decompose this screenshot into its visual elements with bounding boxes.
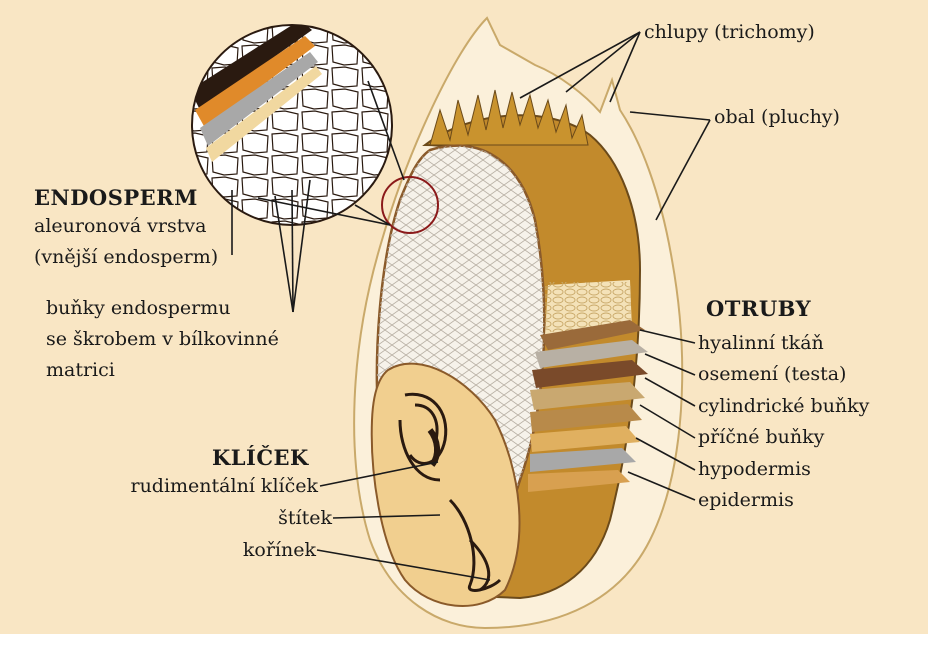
husk-label: obal (pluchy) xyxy=(714,105,840,129)
scutellum-label: štítek xyxy=(186,506,332,530)
hyaline-label: hyalinní tkáň xyxy=(698,331,824,355)
radicle-label: kořínek xyxy=(176,538,316,562)
germ-heading: KLÍČEK xyxy=(212,446,309,470)
endosperm-cells-line3: matrici xyxy=(46,358,115,382)
embryo-label: rudimentální klíček xyxy=(86,474,318,498)
aleurone-label-line2: (vnější endosperm) xyxy=(34,245,218,269)
bran-heading: OTRUBY xyxy=(706,297,811,321)
cross-cells-label: příčné buňky xyxy=(698,425,824,449)
hypodermis-label: hypodermis xyxy=(698,457,811,481)
tube-cells-label: cylindrické buňky xyxy=(698,394,869,418)
endosperm-heading: ENDOSPERM xyxy=(34,186,198,210)
hairs-label: chlupy (trichomy) xyxy=(644,20,815,44)
endosperm-cells-line1: buňky endospermu xyxy=(46,296,231,320)
aleurone-label-line1: aleuronová vrstva xyxy=(34,214,206,238)
endosperm-cells-line2: se škrobem v bílkovinné xyxy=(46,327,279,351)
epidermis-label: epidermis xyxy=(698,488,794,512)
bottom-white-band xyxy=(0,634,928,646)
testa-label: osemení (testa) xyxy=(698,362,846,386)
